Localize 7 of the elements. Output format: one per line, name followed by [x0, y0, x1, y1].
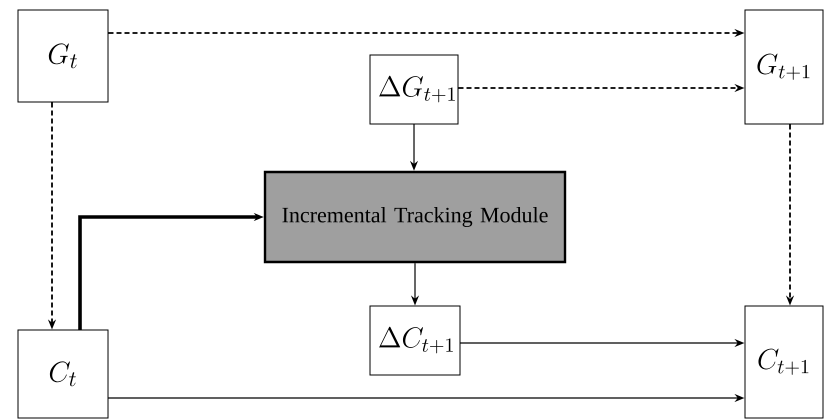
variable-box: $G_{t+1}$	[744, 10, 824, 124]
variable-box: $C_{t}$	[18, 330, 108, 418]
variable-box: $C_{t+1}$	[744, 306, 824, 418]
variable-box: $\Delta G_{t+1}$	[370, 54, 458, 124]
module-box: Incremental Tracking Module	[264, 170, 566, 264]
variable-box: $\Delta C_{t+1}$	[370, 306, 460, 376]
variable-box: $G_{t}$	[18, 10, 108, 102]
